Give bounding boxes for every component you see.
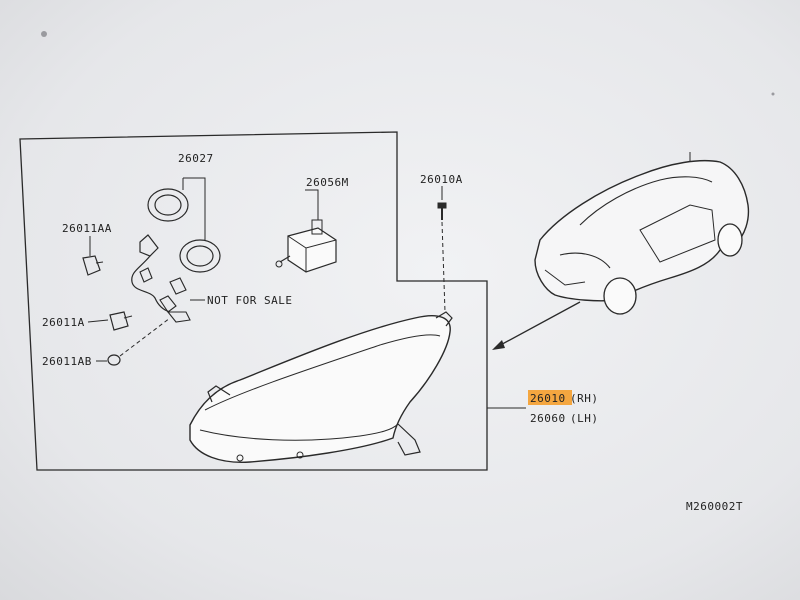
dashed-guide-26011AB	[119, 317, 171, 357]
small-bulb-icon[interactable]	[107, 354, 121, 366]
assembly-boundary-frame	[19, 131, 488, 471]
callout-26010A: 26010A	[420, 173, 463, 186]
leveling-motor-icon[interactable]	[275, 219, 337, 273]
callout-26060: 26060	[530, 412, 566, 425]
callout-26010-side: (RH)	[570, 392, 599, 405]
bulb-socket-icon[interactable]	[82, 255, 104, 276]
wiring-harness-icon[interactable]	[131, 234, 191, 323]
dashed-guide-26010A	[441, 221, 446, 313]
screen-smudge	[771, 92, 775, 96]
screen-smudge	[41, 31, 47, 37]
car-illustration-icon[interactable]	[534, 152, 750, 315]
leader-26027	[182, 177, 206, 240]
bulb-icon[interactable]	[109, 311, 133, 331]
pointer-arrowhead	[492, 340, 505, 350]
callout-26060-side: (LH)	[570, 412, 599, 425]
leader-26056M	[305, 189, 319, 220]
leader-26011A	[87, 319, 109, 323]
callout-26056M: 26056M	[306, 176, 349, 189]
callout-26011AB: 26011AB	[42, 355, 92, 368]
diagram-code: M260002T	[686, 500, 743, 513]
not-for-sale-label: NOT FOR SALE	[207, 294, 292, 307]
headlamp-assembly-icon[interactable]	[189, 311, 453, 463]
dust-cover-icon[interactable]	[147, 188, 221, 273]
callout-26010: 26010	[530, 392, 566, 405]
callout-26011AA: 26011AA	[62, 222, 112, 235]
callout-26011A: 26011A	[42, 316, 85, 329]
pointer-arrow	[494, 301, 581, 349]
callout-26027: 26027	[178, 152, 214, 165]
screw-icon[interactable]	[437, 202, 447, 220]
highlight-26010	[528, 390, 572, 405]
